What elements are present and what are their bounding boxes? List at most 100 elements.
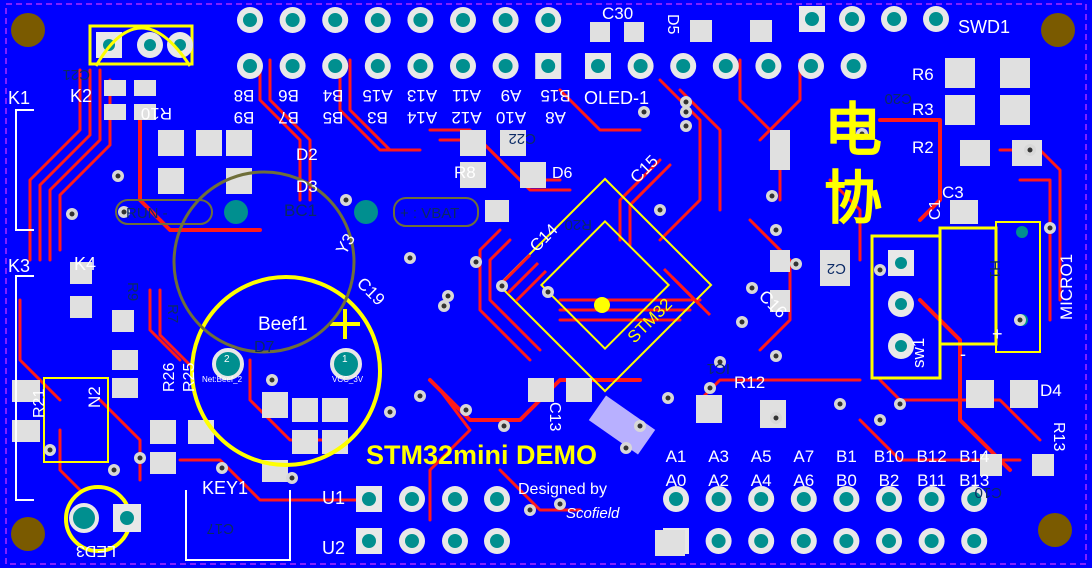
label-plus: + bbox=[992, 324, 1003, 344]
label-d5: D5 bbox=[664, 14, 681, 35]
mount-hole-br bbox=[1038, 513, 1072, 547]
label-ic1: IC1 bbox=[707, 360, 730, 377]
label-sw1: sw1 bbox=[909, 338, 928, 368]
label-r9: R9 bbox=[124, 282, 141, 301]
label-k1: K1 bbox=[8, 88, 30, 108]
via bbox=[680, 106, 692, 118]
top-pin-ext-3 bbox=[712, 53, 739, 79]
top-pin-r1-0 bbox=[237, 7, 263, 33]
label-r2: R2 bbox=[912, 138, 934, 157]
top-pin-r1-3 bbox=[364, 7, 391, 33]
top-r2-label-a14: A14 bbox=[407, 108, 437, 127]
label-vbat: + : VBAT bbox=[400, 205, 459, 222]
top-r1-label-b15: B15 bbox=[540, 86, 570, 105]
top-r1-label-b8: B8 bbox=[234, 86, 255, 105]
top-pin-ext-2 bbox=[670, 53, 697, 79]
via bbox=[766, 190, 778, 202]
top-header-pins bbox=[237, 7, 867, 79]
via bbox=[460, 404, 472, 416]
label-bc1: BC1 bbox=[284, 201, 317, 220]
bot-pin-r1-4 bbox=[833, 486, 860, 512]
bot-r2-label-b11: B11 bbox=[917, 471, 946, 490]
label-c13: C13 bbox=[546, 402, 563, 431]
top-pin-r1-1 bbox=[279, 7, 306, 33]
via bbox=[216, 462, 228, 474]
bot-r2-label-a2: A2 bbox=[708, 471, 729, 490]
bot-r1-label-a1: A1 bbox=[666, 447, 687, 466]
label-run: RUN - bbox=[126, 205, 168, 222]
vbat-label-box bbox=[393, 197, 479, 227]
label-k2: K2 bbox=[70, 86, 92, 106]
via bbox=[834, 398, 846, 410]
top-pin-r2-6 bbox=[492, 53, 519, 79]
label-beef-net2: Net:Beef_2 bbox=[202, 375, 243, 384]
label-c10: C10 bbox=[974, 484, 1002, 501]
bot-r2-label-a0: A0 bbox=[666, 471, 687, 490]
label-r12: R12 bbox=[734, 373, 765, 392]
via bbox=[498, 420, 510, 432]
bot-r1-label-a5: A5 bbox=[751, 447, 772, 466]
via bbox=[680, 96, 692, 108]
swd-pins bbox=[799, 6, 949, 32]
top-pin-ext-6 bbox=[840, 53, 867, 79]
via bbox=[654, 204, 666, 216]
via bbox=[266, 374, 278, 386]
vias bbox=[44, 96, 1056, 516]
top-pin-ext-0 bbox=[585, 53, 611, 79]
bot-r2-label-b2: B2 bbox=[879, 471, 900, 490]
via bbox=[1044, 222, 1056, 234]
via bbox=[470, 256, 482, 268]
top-pin-r1-6 bbox=[492, 7, 519, 33]
via bbox=[1014, 314, 1026, 326]
via bbox=[704, 382, 716, 394]
top-pin-r2-4 bbox=[407, 53, 434, 79]
three-pin-connector bbox=[88, 24, 194, 67]
label-c2: C2 bbox=[827, 260, 846, 277]
label-r13: R13 bbox=[1050, 422, 1067, 451]
battery-pad-vbat bbox=[354, 200, 378, 224]
via bbox=[44, 444, 56, 456]
silkscreen-text: SWD1 C30 D5 OLED-1 K1 K2 K3 K4 C21 R10 D… bbox=[8, 4, 1076, 559]
top-pin-r1-2 bbox=[322, 7, 349, 33]
via bbox=[404, 252, 416, 264]
label-minus: - bbox=[960, 344, 966, 364]
bot-pin-r2-4 bbox=[833, 528, 860, 554]
bot-pin-r1-6 bbox=[918, 486, 945, 512]
label-r20: R20 bbox=[564, 216, 592, 233]
label-key1: KEY1 bbox=[202, 478, 248, 498]
mount-hole-tr bbox=[1041, 13, 1075, 47]
label-beef-net1: VCC_3V bbox=[332, 375, 364, 384]
via bbox=[638, 106, 650, 118]
bot-r1-label-b10: B10 bbox=[874, 447, 904, 466]
via bbox=[790, 258, 802, 270]
label-oled: OLED-1 bbox=[584, 88, 649, 108]
key-outlines bbox=[15, 109, 291, 561]
via bbox=[414, 390, 426, 402]
run-label-box bbox=[115, 199, 213, 225]
via bbox=[66, 208, 78, 220]
label-k3: K3 bbox=[8, 256, 30, 276]
top-pin-r1-5 bbox=[450, 7, 476, 33]
bot-r2-label-a6: A6 bbox=[793, 471, 814, 490]
label-r25: R25 bbox=[181, 363, 198, 392]
via bbox=[894, 398, 906, 410]
bot-pin-r1-2 bbox=[748, 486, 775, 512]
chinese-logo-1: 电 bbox=[824, 98, 882, 163]
via bbox=[340, 194, 352, 206]
via bbox=[134, 452, 146, 464]
label-d4: D4 bbox=[1040, 381, 1062, 400]
bot-r2-label-b13: B13 bbox=[959, 471, 989, 490]
crystal-pad bbox=[588, 395, 656, 455]
mount-hole-bl bbox=[11, 517, 45, 551]
buzzer-beef1 bbox=[190, 275, 382, 467]
top-pin-r1-7 bbox=[535, 7, 562, 33]
label-c3: C3 bbox=[942, 183, 964, 202]
via bbox=[662, 392, 674, 404]
label-r7: R7 bbox=[164, 304, 181, 323]
label-r10: R10 bbox=[141, 104, 172, 123]
label-led3: LED3 bbox=[76, 542, 116, 559]
top-pin-ext-5 bbox=[798, 53, 824, 79]
via bbox=[112, 170, 124, 182]
